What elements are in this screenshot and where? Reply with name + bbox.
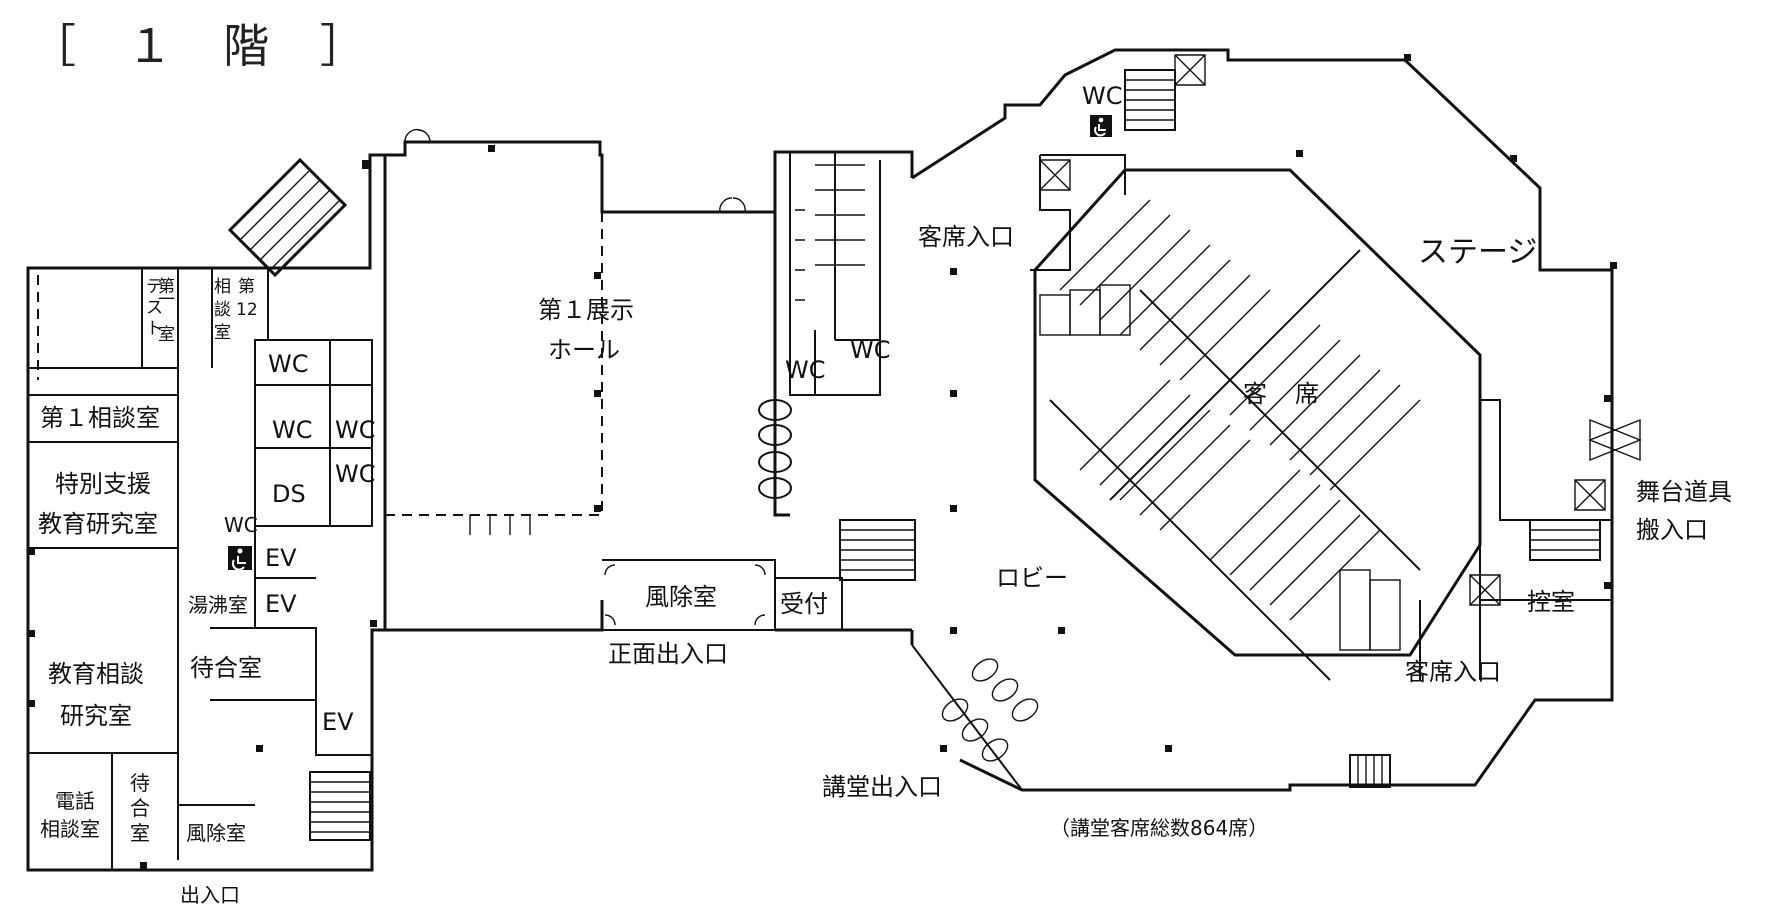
bottom-stairs [309, 771, 371, 841]
label-butai-2: 搬入口 [1636, 516, 1708, 544]
label-kyakuseki-iriguchi: 客席入口 [918, 223, 1014, 251]
label-lobby: ロビー [996, 564, 1068, 592]
room-test-v4: ス [146, 298, 163, 318]
label-exit-bottom: 出入口 [180, 883, 240, 907]
accessible-icon [228, 546, 252, 571]
label-uketsuke: 受付 [780, 590, 828, 618]
label-ev-2: EV [265, 590, 297, 618]
center-stairs [839, 519, 916, 581]
hall-label-1: 第１展示 [538, 296, 634, 324]
label-kyakuseki-iriguchi-2: 客席入口 [1405, 658, 1501, 686]
label-stage: ステージ [1418, 235, 1537, 270]
accessible-icon-top [1090, 115, 1112, 137]
label-ev-1: EV [265, 544, 297, 572]
room-soudan12-v3: 室 [214, 323, 231, 343]
room-soudan12-v4: 第 [238, 277, 255, 297]
room-test-v2: 一 [158, 290, 175, 310]
floor-title: ［ １ 階 ］ [30, 19, 384, 73]
exhibition-hall [385, 128, 914, 632]
room-fujo-bottom: 風除室 [186, 821, 246, 845]
side-stepped-seats [1039, 284, 1401, 651]
room-soudan12-v5: 12 [236, 300, 258, 320]
room-test-v1: 第 [158, 277, 175, 297]
kodo-entrance-doors [911, 644, 1039, 791]
room-soudan-1: 第１相談室 [40, 404, 160, 432]
room-test-v6: 室 [158, 325, 175, 345]
label-ds: DS [272, 480, 306, 508]
auditorium [911, 48, 1642, 792]
auditorium-bottom-stairs [1349, 754, 1391, 788]
room-tokubetsu-1: 特別支援 [55, 470, 151, 498]
label-wc-3: WC [335, 416, 376, 444]
room-machiai-small-1: 待 [130, 771, 150, 795]
label-yuwakashi: 湯沸室 [188, 593, 248, 617]
left-wing [26, 153, 387, 872]
room-test-v5: ト [146, 319, 163, 339]
left-oval-doors [758, 399, 792, 499]
label-ev-3: EV [322, 708, 354, 736]
label-capacity: （講堂客席総数864席） [1050, 816, 1268, 840]
right-stairs [1529, 519, 1601, 561]
label-wc-1: WC [268, 350, 309, 378]
hall-label-2: ホール [548, 336, 620, 364]
room-kyoiku-2: 研究室 [60, 702, 132, 730]
label-kyakuseki-1: 客 [1243, 380, 1267, 408]
room-machiai-small-3: 室 [130, 821, 150, 845]
room-soudan12-v1: 相 [214, 277, 231, 297]
room-tokubetsu-2: 教育研究室 [38, 510, 158, 538]
label-kyakuseki-2: 席 [1295, 380, 1319, 408]
room-kyoiku-1: 教育相談 [48, 660, 144, 688]
label-machiai: 待合室 [190, 654, 262, 682]
label-main-entrance: 正面出入口 [608, 640, 728, 668]
top-stairs [1124, 69, 1176, 131]
columns [28, 54, 1617, 869]
label-kodo-exit: 講堂出入口 [822, 773, 942, 801]
label-wc-center-2: WC [850, 336, 891, 364]
room-denwa-1: 電話 [55, 789, 95, 813]
label-wc-2: WC [272, 416, 313, 444]
label-wc-4: WC [335, 460, 376, 488]
label-wc-top: WC [1082, 82, 1123, 110]
label-wc-5: WC [224, 513, 258, 537]
left-stairs [227, 157, 348, 278]
label-fujo-main: 風除室 [645, 583, 717, 611]
room-soudan12-v2: 談 [214, 300, 231, 320]
room-test-v3: テ [146, 277, 163, 297]
center-block [602, 152, 916, 645]
label-butai-1: 舞台道具 [1636, 478, 1732, 506]
label-hikae: 控室 [1527, 588, 1575, 616]
label-wc-center-1: WC [785, 356, 826, 384]
seating-rows [1049, 199, 1421, 681]
room-machiai-small-2: 合 [130, 796, 150, 820]
room-denwa-2: 相談室 [40, 817, 100, 841]
